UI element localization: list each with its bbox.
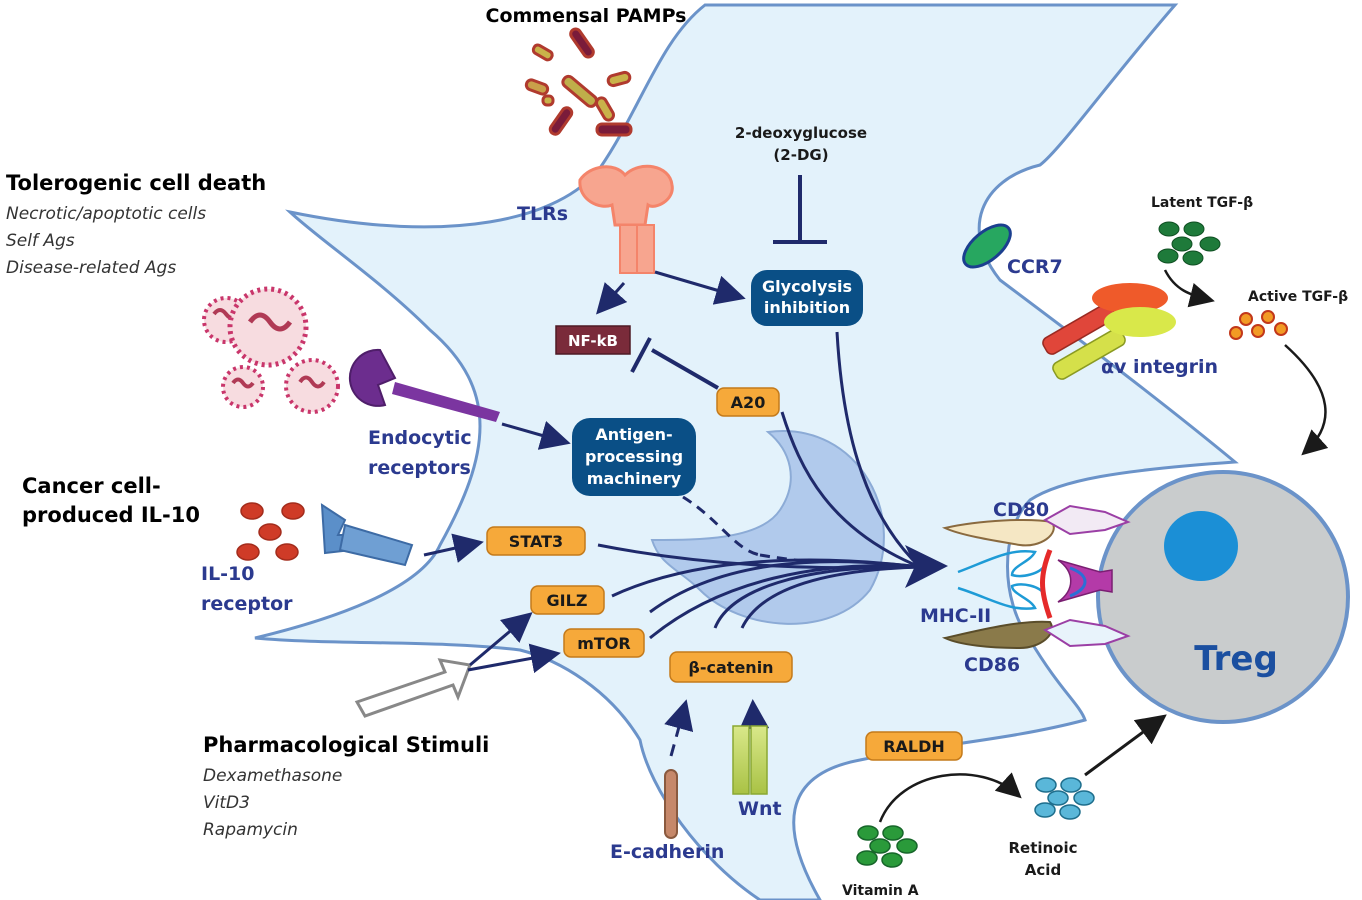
cell-death-item-2: Self Ags <box>6 231 75 251</box>
il10-molecules <box>236 502 305 561</box>
vitamin-a-label: Vitamin A <box>842 883 919 899</box>
vitamin-a-conversion-arrow <box>878 772 1022 823</box>
antigen-processing-box: Antigen- processing machinery <box>572 418 696 496</box>
retinoic-acid-label-line2: Acid <box>1025 861 1061 879</box>
cd86-pair <box>941 618 1131 650</box>
e-cadherin-receptor <box>664 769 678 839</box>
tlrs-label: TLRs <box>517 203 568 225</box>
commensal-pamps-title: Commensal PAMPs <box>486 5 687 27</box>
a20-box: A20 <box>716 387 780 417</box>
ccr7-label: CCR7 <box>1007 256 1063 278</box>
e-cadherin-label: E-cadherin <box>610 841 724 863</box>
wnt-label: Wnt <box>738 798 782 820</box>
cancer-il10-title-line2: produced IL-10 <box>22 503 200 527</box>
pharma-stimuli-arrow <box>354 658 473 718</box>
signaling-arrows <box>423 270 922 757</box>
stat3-label: STAT3 <box>509 532 563 551</box>
raldh-box: RALDH <box>865 731 963 761</box>
mhc-ii-complex <box>957 550 1047 610</box>
endocytic-receptor <box>348 348 500 422</box>
deoxyglucose-label-line1: 2-deoxyglucose <box>735 124 867 142</box>
endocytic-receptors-label-line1: Endocytic <box>368 427 472 449</box>
cd80-label: CD80 <box>993 499 1049 521</box>
treg-cell <box>1096 470 1350 724</box>
il10-receptor-label-line1: IL-10 <box>201 563 255 585</box>
antigen-label-line3: machinery <box>587 469 682 488</box>
active-tgf-label: Active TGF-β <box>1248 289 1348 305</box>
pharma-title: Pharmacological Stimuli <box>203 733 489 757</box>
cd80-pair <box>941 504 1131 547</box>
cancer-il10-title-line1: Cancer cell- <box>22 474 161 498</box>
active-tgf-molecules <box>1229 310 1288 340</box>
convergence-arrowhead <box>905 545 948 588</box>
mhc-ii-label: MHC-II <box>920 605 991 627</box>
av-integrin-label: αv integrin <box>1101 356 1218 378</box>
active-tgf-to-treg-arrow <box>1284 344 1329 456</box>
tcr-inner <box>1069 566 1087 598</box>
nfkb-box: NF-kB <box>555 325 631 355</box>
pharma-item-1: Dexamethasone <box>203 766 342 786</box>
ccr7-receptor <box>962 223 1012 269</box>
treg-nucleus <box>1164 511 1238 581</box>
dying-cell-3 <box>221 365 265 409</box>
av-integrin <box>1042 283 1176 380</box>
cell-death-item-3: Disease-related Ags <box>6 258 176 278</box>
nfkb-label: NF-kB <box>568 332 618 350</box>
endocytic-receptors-label-line2: receptors <box>368 457 471 479</box>
commensal-bacteria <box>524 27 633 137</box>
stat3-box: STAT3 <box>486 526 586 556</box>
gilz-label: GILZ <box>547 591 588 610</box>
antigen-label-line1: Antigen- <box>595 425 672 444</box>
tgf-activation-arrow <box>1163 269 1215 308</box>
beta-catenin-box: β-catenin <box>669 651 793 683</box>
peptide-red <box>1040 549 1053 619</box>
il10-receptor-label-line2: receptor <box>201 593 293 615</box>
retinoic-acid-molecules <box>1034 777 1095 820</box>
a20-label: A20 <box>731 393 766 412</box>
glycolysis-label-line2: inhibition <box>764 298 850 317</box>
beta-catenin-label: β-catenin <box>688 658 773 677</box>
glycolysis-box: Glycolysis inhibition <box>751 270 863 326</box>
cd86-label: CD86 <box>964 654 1020 676</box>
raldh-label: RALDH <box>883 737 945 756</box>
cell-death-item-1: Necrotic/apoptotic cells <box>6 204 206 224</box>
gilz-box: GILZ <box>530 585 605 615</box>
retinoic-to-treg-arrow <box>1084 714 1167 777</box>
vitamin-a-molecules <box>856 825 918 868</box>
dying-cell-4 <box>284 358 340 414</box>
dying-cell-2 <box>227 286 309 368</box>
pharma-item-3: Rapamycin <box>203 820 298 840</box>
mtor-box: mTOR <box>563 628 645 658</box>
deoxyglucose-label-line2: (2-DG) <box>773 146 828 164</box>
tlr-receptor <box>578 164 674 274</box>
antigen-label-line2: processing <box>585 447 683 466</box>
mtor-label: mTOR <box>577 634 631 653</box>
dying-cells-cluster <box>202 286 340 414</box>
retinoic-acid-label-line1: Retinoic <box>1008 839 1077 857</box>
il10-receptor <box>320 503 414 567</box>
wnt-receptor <box>732 725 768 795</box>
latent-tgf-molecules <box>1157 221 1221 266</box>
latent-tgf-label: Latent TGF-β <box>1151 195 1253 211</box>
glycolysis-label-line1: Glycolysis <box>762 277 852 296</box>
treg-label: Treg <box>1194 639 1278 679</box>
inhibition-symbols <box>630 175 827 390</box>
cell-death-title: Tolerogenic cell death <box>6 171 266 195</box>
dendritic-cell-body <box>254 3 1239 900</box>
pharma-item-2: VitD3 <box>203 793 250 813</box>
